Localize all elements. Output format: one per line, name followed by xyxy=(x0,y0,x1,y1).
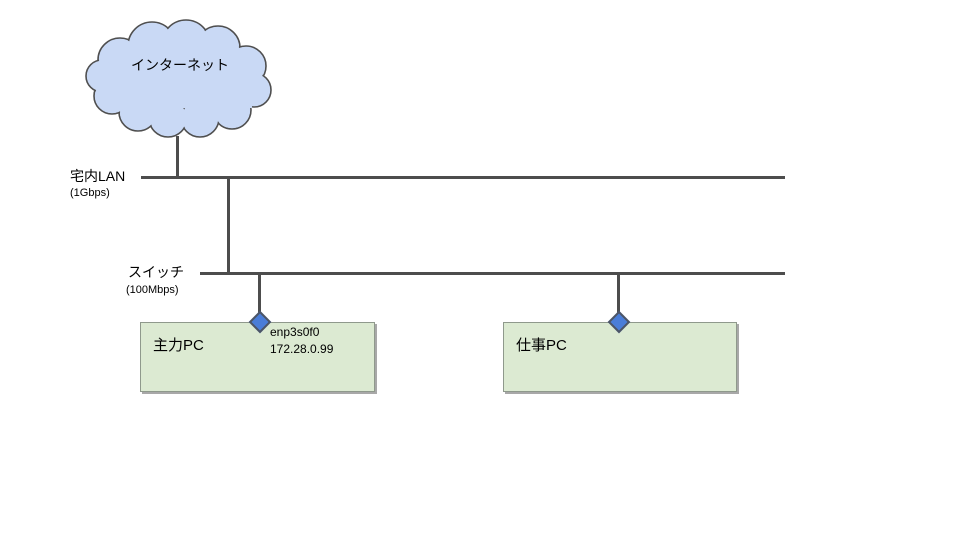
internet-cloud-shape xyxy=(85,19,272,138)
switch-bus-line xyxy=(200,272,785,275)
lan-label: 宅内LAN xyxy=(70,168,126,184)
node-box-main-pc: 主力PC xyxy=(140,322,375,392)
lan-speed-label: (1Gbps) xyxy=(70,187,110,199)
switch-label: スイッチ xyxy=(128,264,184,280)
main-pc-label: 主力PC xyxy=(153,337,204,354)
switch-to-work-pc-line xyxy=(617,272,620,316)
main-pc-ip-address: 172.28.0.99 xyxy=(270,342,334,356)
internet-cloud-label: インターネット xyxy=(131,57,229,73)
main-pc-interface-name: enp3s0f0 xyxy=(270,325,320,339)
main-pc-nic-info: enp3s0f0 172.28.0.99 xyxy=(270,324,333,358)
switch-to-main-pc-line xyxy=(258,272,261,316)
work-pc-label: 仕事PC xyxy=(516,337,567,354)
cloud-uplink-line xyxy=(176,136,179,178)
switch-speed-label: (100Mbps) xyxy=(126,284,179,296)
lan-to-switch-line xyxy=(227,176,230,275)
lan-bus-line xyxy=(141,176,785,179)
node-box-work-pc: 仕事PC xyxy=(503,322,737,392)
